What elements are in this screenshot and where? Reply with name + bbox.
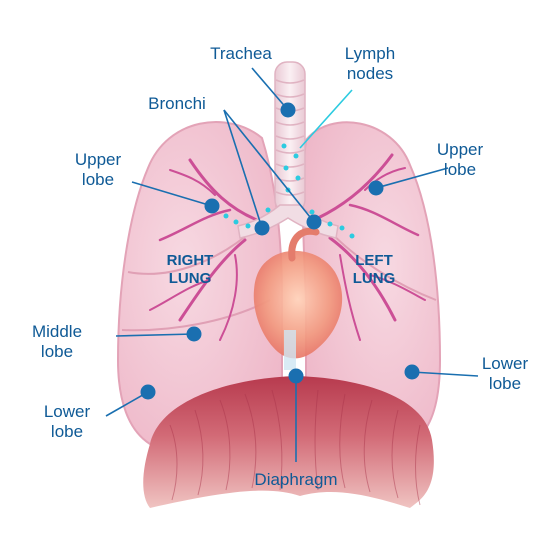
right-upper-lobe-marker — [204, 198, 220, 214]
right-lower-lobe-marker — [140, 384, 156, 400]
label-diaphragm: Diaphragm — [254, 470, 338, 489]
label-middle-lobe: Middle lobe — [31, 322, 83, 361]
lymph-nodes — [223, 143, 355, 239]
label-trachea: Trachea — [210, 44, 272, 63]
pointer-lines — [105, 67, 479, 462]
label-bronchi: Bronchi — [148, 94, 206, 113]
label-lymph-nodes: Lymph nodes — [344, 44, 396, 83]
trachea-marker — [280, 102, 296, 118]
left-lower-lobe-marker — [404, 364, 420, 380]
label-left-lung: LEFT LUNG — [352, 252, 396, 287]
label-lower-lobe-right: Lower lobe — [43, 402, 91, 441]
bronchial-tree — [149, 153, 426, 341]
label-upper-lobe-left: Upper lobe — [436, 140, 484, 179]
pointer-dots — [140, 102, 420, 400]
aorta — [288, 227, 320, 262]
label-upper-lobe-right: Upper lobe — [74, 150, 122, 189]
left-upper-lobe-marker — [368, 180, 384, 196]
label-right-lung: RIGHT LUNG — [166, 252, 214, 287]
esophagus — [284, 330, 296, 370]
right-bronchus-marker — [254, 220, 270, 236]
lymph-nodes-pointer — [299, 89, 353, 149]
diaphragm — [143, 376, 434, 508]
label-lower-lobe-left: Lower lobe — [481, 354, 529, 393]
middle-lobe-marker — [186, 326, 202, 342]
diaphragm-marker — [288, 368, 304, 384]
diaphragm-muscle-fibers — [169, 389, 421, 506]
heart — [253, 250, 343, 359]
left-bronchus-marker — [306, 214, 322, 230]
